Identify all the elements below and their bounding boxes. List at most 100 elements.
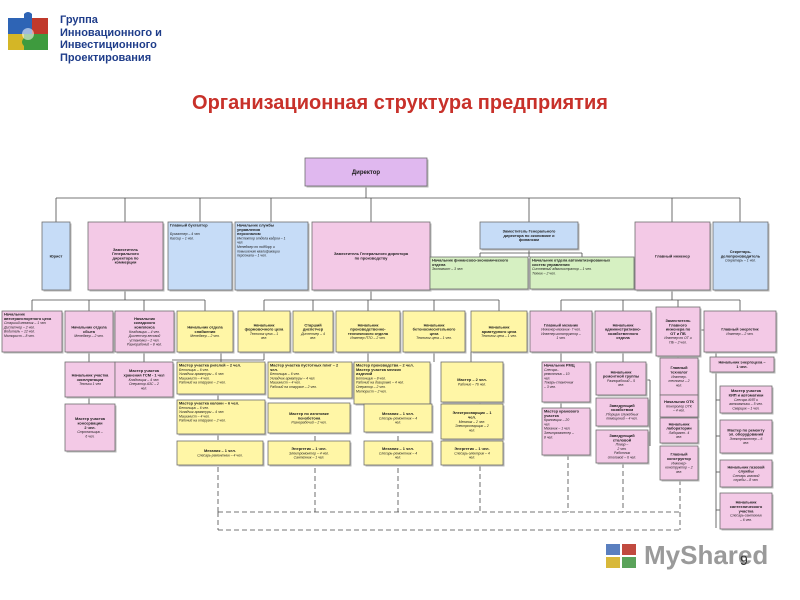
box-text: Механик – 1 чел. (544, 427, 570, 431)
box-text: директора по (113, 255, 140, 260)
box-background (1, 310, 63, 353)
box-background (237, 310, 291, 353)
box-text: Уборщик служебных (606, 412, 639, 416)
box-background (595, 361, 647, 396)
box-text: Слесарь-ремонтник – 4 чел. (197, 453, 243, 457)
box-text: персонала – 1 чел. (237, 254, 267, 258)
org-box-foam-master: Мастер по изготовкепенобетонаРазнорабочи… (267, 402, 352, 435)
box-background (335, 310, 401, 353)
box-text: чел. (237, 241, 243, 245)
box-background (64, 310, 114, 353)
box-background (176, 440, 264, 466)
box-background (114, 310, 175, 353)
box-text: Лаборант- 4 (668, 431, 690, 435)
org-box-director: Директор (304, 157, 429, 188)
box-text: Машинист – 4 чел. (179, 414, 210, 418)
box-text: Машинист – 4 чел. (179, 376, 210, 380)
box-text: Менеджер – 2 чел. (74, 334, 103, 338)
box-text: – 3 чел. (543, 385, 556, 389)
box-text: отдела (616, 335, 630, 340)
box-text: Начальник службы (237, 223, 275, 228)
box-text: Инженер ПТО – 2 чел. (350, 336, 385, 340)
box-text: Главный бухгалтер (170, 223, 208, 228)
box-text: Бетонщик – 6 чел. (179, 406, 209, 410)
org-box-lawyer: Юрист (41, 221, 72, 292)
org-box-fin-econ-dept: Начальник финансово-экономическогоотдела… (429, 256, 530, 291)
box-text: Электросварщик – 2 (455, 424, 489, 428)
box-background (659, 445, 699, 481)
box-text: персоналом (237, 231, 261, 236)
box-text: по производству (355, 255, 389, 260)
slide-title: Организационная структура предприятия (192, 92, 608, 114)
box-text: изделий (356, 371, 373, 376)
box-text: Инженер-конструктор – (541, 332, 581, 336)
box-text: хранения ГСМ - 1 чел (123, 372, 165, 377)
box-text: сантехнического (730, 504, 763, 509)
box-text: Техник – 2 чел. (532, 271, 556, 275)
box-text: Старший механик – 1 чел. (4, 321, 47, 325)
box-text: Начальник отдела (187, 324, 223, 329)
box-text: КИП и автоматики (729, 392, 764, 397)
box-text: Начальник (424, 322, 445, 327)
box-background (659, 394, 699, 418)
box-background (176, 399, 266, 435)
watermark: MyShared (604, 538, 768, 572)
box-background (529, 256, 635, 290)
box-text: производственно- (350, 327, 386, 332)
box-text: Инженер – 2 чел. (726, 332, 753, 336)
box-background (304, 157, 428, 187)
box-text: Начальник ОТК (664, 399, 694, 404)
box-text: Секретарь – 1 чел. (725, 259, 756, 263)
box-text: технолог – 2 (668, 379, 689, 383)
box-text: Инженер по ОТ и (664, 336, 691, 340)
box-background (719, 419, 773, 454)
box-text: арматурного цеха (482, 329, 517, 334)
box-background (267, 402, 351, 434)
box-text: складского (134, 320, 156, 325)
box-text: Технолог цеха – 1 чел. (481, 334, 517, 338)
box-text: Директор (352, 170, 380, 176)
box-text: чел. (743, 441, 749, 445)
box-text: цеха (430, 331, 440, 336)
box-text: Начальник (736, 500, 757, 505)
box-text: финансам (519, 237, 539, 242)
box-text: чел. (395, 456, 401, 460)
box-text: Заместитель (113, 247, 139, 252)
box-text: чел. (261, 336, 267, 340)
watermark-logo-icon (606, 544, 636, 568)
org-name-line: Проектирования (60, 51, 152, 64)
org-box-concrete-shop: НачальникбетоносмесительногоцехаТехнолог… (402, 310, 467, 354)
organization-name: Группа Инновационного и Инвестиционного … (60, 14, 162, 64)
box-background (64, 361, 116, 398)
box-text: Энергетик – 1 чел. (454, 446, 489, 451)
box-text: хозяйственного (608, 331, 639, 336)
box-text: Диспетчер – 4 (300, 332, 325, 336)
box-text: Начальник (358, 322, 379, 327)
box-background (176, 361, 266, 395)
org-box-electrician-1: Энергетик – 1 чел.Электромонтер – 4 чел.… (267, 440, 352, 467)
box-text: Слесарь КИП и (734, 398, 758, 402)
box-text: Энергетик – 1 чел. (291, 446, 326, 451)
box-background (167, 221, 233, 291)
org-box-hr-head: Начальник службыуправленияперсоналомИнсп… (234, 221, 310, 292)
box-background (719, 385, 773, 414)
box-text: чел. (468, 414, 476, 419)
box-text: чел. (395, 421, 401, 425)
box-background (429, 256, 529, 290)
box-text: Мастер участка (75, 416, 106, 421)
box-text: чел. (469, 428, 475, 432)
box-text: Мастер производства – 2 чел. (356, 363, 414, 368)
box-background (402, 310, 466, 353)
box-text: лаборатории (666, 426, 692, 431)
box-text: Мастер участка ригелей – 2 чел. (179, 363, 241, 368)
box-text: Укладчик арматуры – 6 чел. (179, 372, 224, 376)
box-text: Старший (304, 322, 322, 327)
box-text: чел. (676, 470, 682, 474)
box-text: Бухгалтер – 4 чел. (170, 232, 201, 236)
box-text: Разнорабочий – 2 чел. (291, 421, 326, 425)
